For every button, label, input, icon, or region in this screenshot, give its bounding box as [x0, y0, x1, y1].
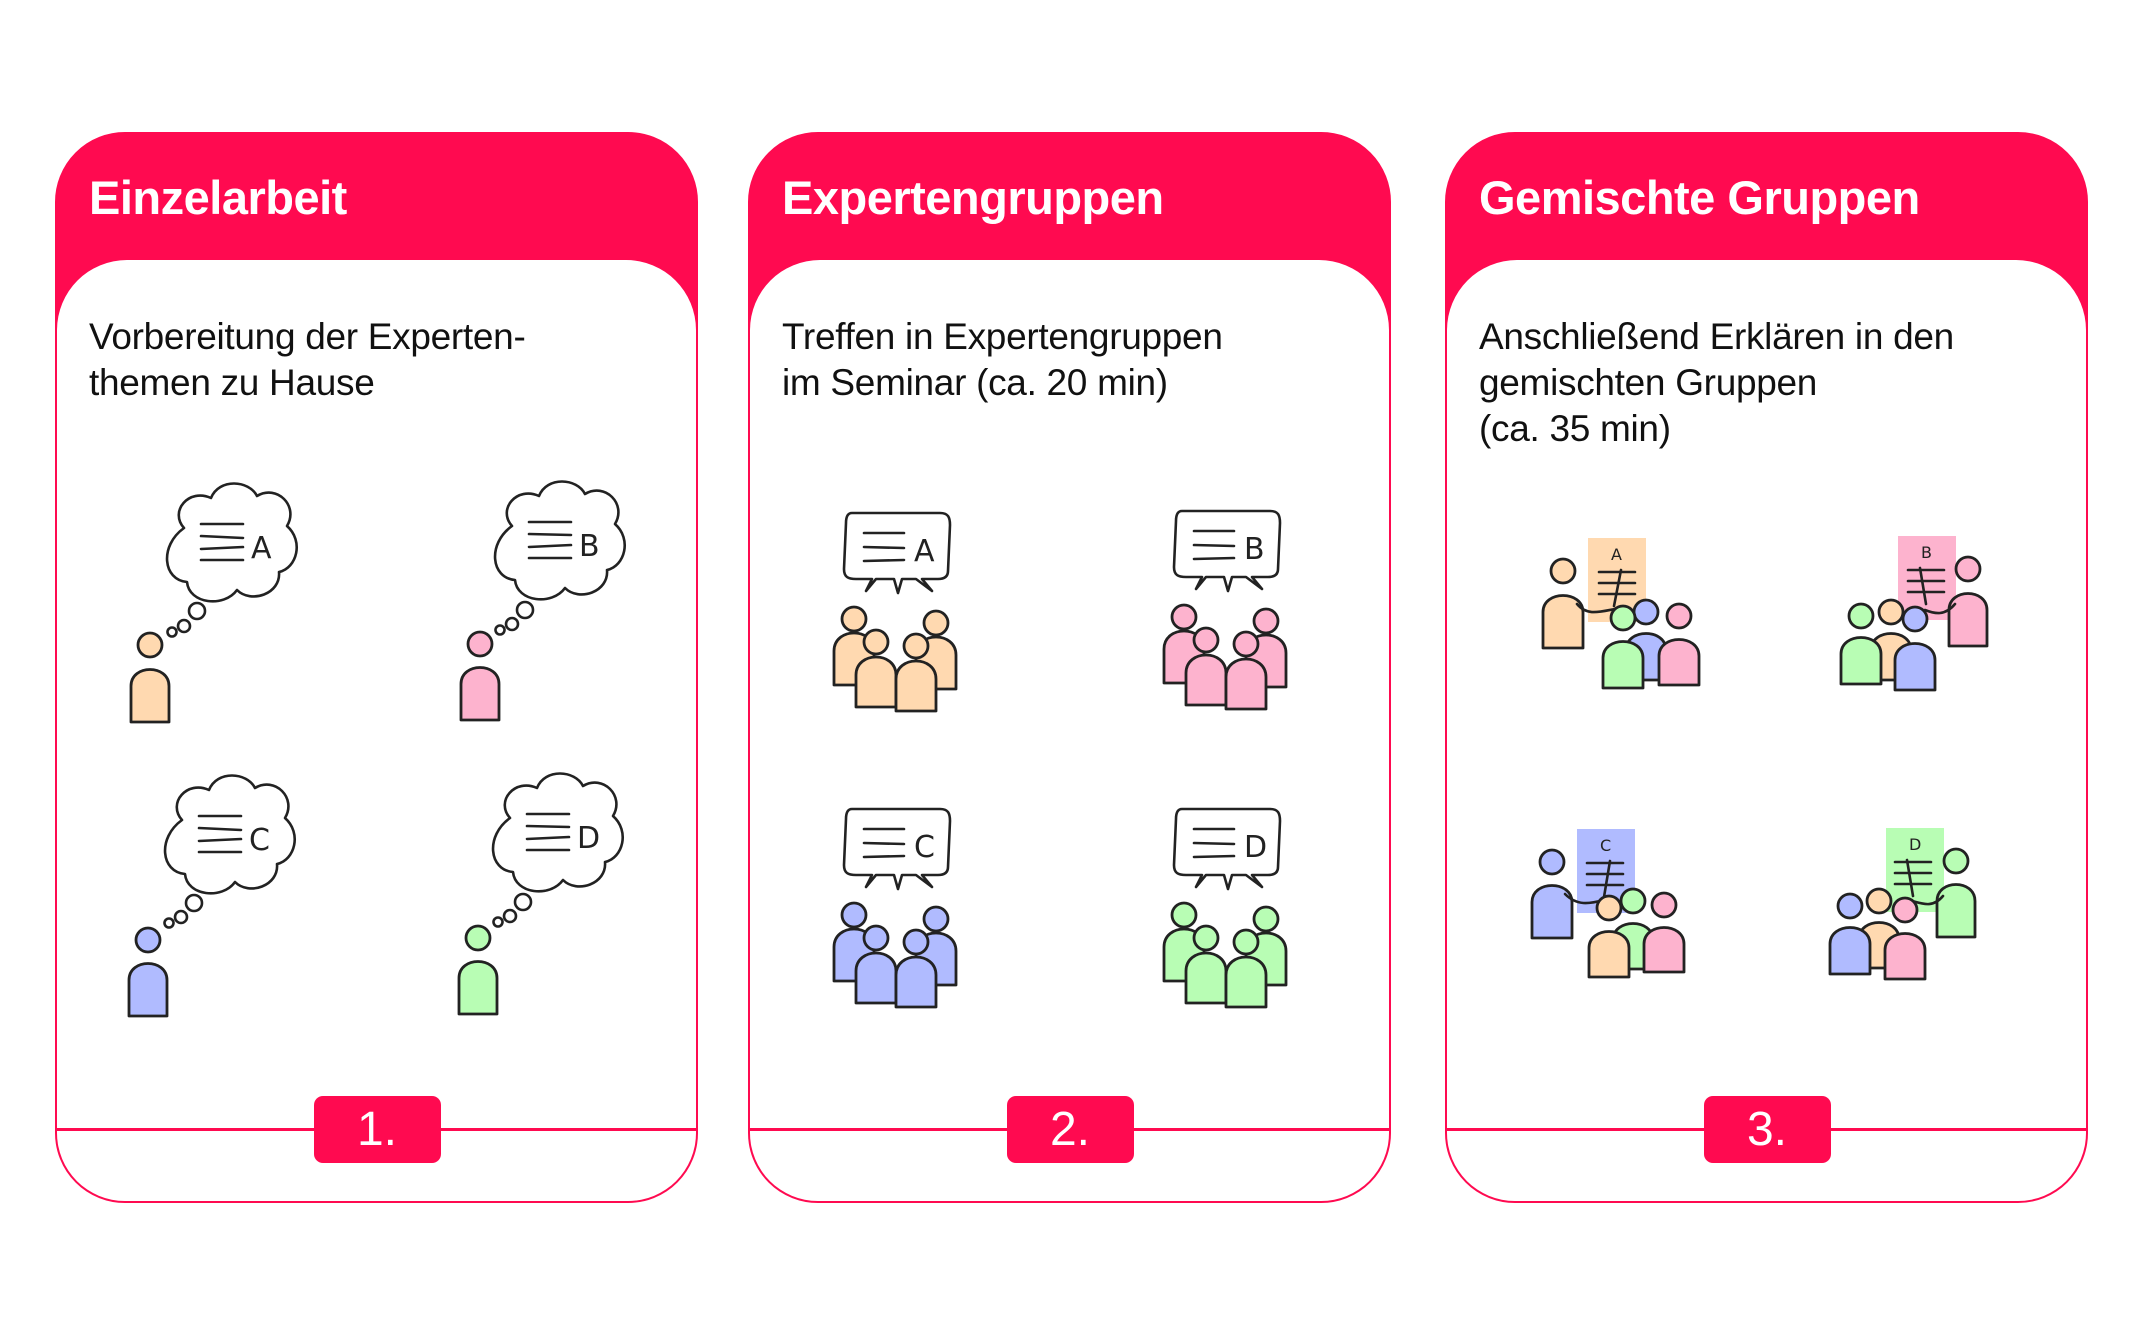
svg-text:A: A: [251, 531, 272, 566]
svg-text:C: C: [914, 830, 935, 865]
svg-text:A: A: [914, 534, 935, 569]
expert-group-c-icon: [832, 901, 958, 1009]
person-d-icon: [457, 924, 499, 1016]
svg-text:C: C: [249, 823, 270, 858]
card-expertengruppen: Expertengruppen Treffen in Expertengrupp…: [748, 132, 1391, 1203]
card-body: Anschließend Erklären in den gemischten …: [1447, 260, 2086, 1201]
speech-bubble-a-icon: A: [842, 511, 952, 595]
card-title: Einzelarbeit: [89, 171, 347, 224]
mixed-group-a-icon: A: [1541, 538, 1701, 690]
card-description: Anschließend Erklären in den gemischten …: [1479, 316, 1954, 449]
mixed-group-d-icon: D: [1828, 828, 1977, 981]
thinking-individuals-illustration: A B C: [127, 480, 627, 1018]
expert-groups-illustration: A B C D: [832, 509, 1288, 1009]
mixed-group-c-icon: C: [1530, 829, 1686, 979]
speech-bubble-c-icon: C: [842, 807, 952, 891]
mixed-groups-illustration: A B: [1530, 536, 1989, 981]
card-body: Treffen in Expertengruppen im Seminar (c…: [750, 260, 1389, 1201]
expert-group-a-icon: [832, 605, 958, 713]
svg-text:D: D: [1909, 835, 1921, 854]
svg-text:C: C: [1600, 836, 1611, 855]
person-c-icon: [127, 926, 169, 1018]
card-gemischte-gruppen: Gemischte Gruppen Anschließend Erklären …: [1445, 132, 2088, 1203]
expert-group-d-icon: [1162, 901, 1288, 1009]
card-description: Treffen in Expertengruppen im Seminar (c…: [782, 316, 1223, 403]
thought-cloud-a-icon: A: [165, 482, 299, 638]
expert-group-b-icon: [1162, 603, 1288, 711]
svg-text:D: D: [1244, 830, 1267, 865]
mixed-group-b-icon: B: [1839, 536, 1989, 692]
card-description: Vorbereitung der Experten- themen zu Hau…: [89, 316, 526, 403]
svg-text:D: D: [577, 821, 600, 856]
speech-bubble-b-icon: B: [1172, 509, 1282, 593]
svg-text:B: B: [1921, 543, 1932, 562]
step-badge: 1.: [313, 1096, 441, 1163]
card-body: Vorbereitung der Experten- themen zu Hau…: [57, 260, 696, 1201]
step-badge: 3.: [1703, 1096, 1831, 1163]
thought-cloud-c-icon: C: [163, 774, 297, 929]
person-a-icon: [129, 631, 171, 724]
card-title: Expertengruppen: [782, 171, 1164, 224]
thought-cloud-b-icon: B: [493, 480, 627, 636]
card-einzelarbeit: Einzelarbeit Vorbereitung der Experten- …: [55, 132, 698, 1203]
speech-bubble-d-icon: D: [1172, 807, 1282, 891]
svg-text:B: B: [579, 529, 600, 564]
thought-cloud-d-icon: D: [491, 772, 625, 928]
svg-text:B: B: [1244, 532, 1265, 567]
svg-text:A: A: [1611, 545, 1622, 564]
person-b-icon: [459, 630, 501, 722]
step-badge: 2.: [1006, 1096, 1134, 1163]
card-title: Gemischte Gruppen: [1479, 171, 1920, 224]
